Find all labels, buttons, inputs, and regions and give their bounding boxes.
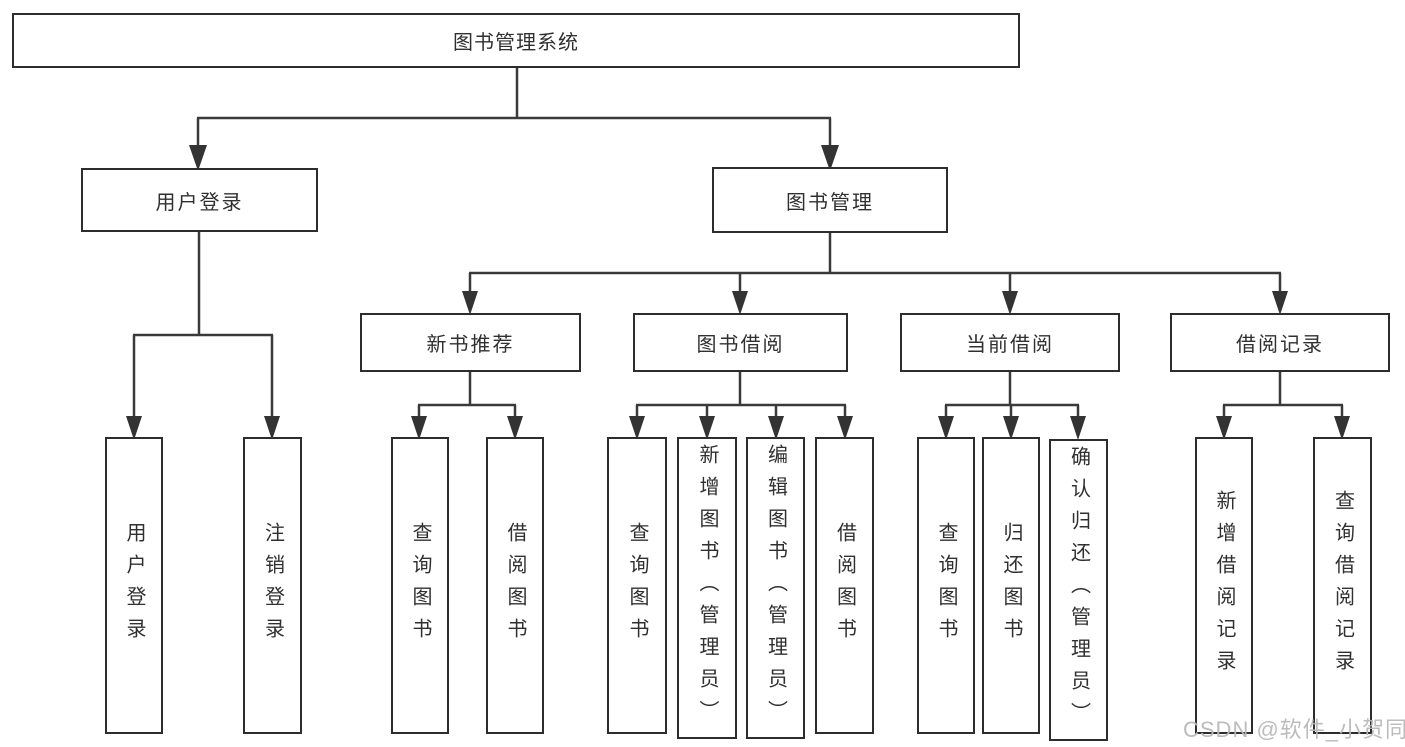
leaf-return-books: 归还图书 [982,437,1040,734]
node-new-book-recommend: 新书推荐 [360,313,581,372]
node-current-borrowing: 当前借阅 [900,313,1120,372]
node-book-borrowing-label: 图书借阅 [696,334,785,356]
leaf-user-login: 用户登录 [105,437,163,734]
leaf-edit-books-admin: 编辑图书（管理员） [746,437,805,739]
leaf-query-books-recommend: 查询图书 [391,437,449,734]
node-new-book-recommend-label: 新书推荐 [426,334,515,356]
leaf-query-borrow-record: 查询借阅记录 [1313,437,1372,734]
node-borrowing-records: 借阅记录 [1170,313,1390,372]
leaf-borrow-books: 借阅图书 [815,437,874,734]
node-user-login: 用户登录 [81,168,318,232]
leaf-borrow-books-recommend: 借阅图书 [486,437,544,734]
leaf-add-borrow-record: 新增借阅记录 [1195,437,1253,734]
leaf-query-books-borrowing: 查询图书 [607,437,667,734]
node-root: 图书管理系统 [12,13,1020,68]
node-book-borrowing: 图书借阅 [633,313,848,372]
leaf-query-books-current: 查询图书 [917,437,975,734]
node-user-login-label: 用户登录 [155,191,244,214]
node-root-label: 图书管理系统 [453,32,579,54]
leaf-add-books-admin: 新增图书（管理员） [677,437,737,739]
node-book-management: 图书管理 [712,167,948,233]
watermark-text: CSDN @软件_小贺同学 [1183,717,1405,742]
leaf-confirm-return-admin: 确认归还（管理员） [1049,439,1108,741]
node-borrowing-records-label: 借阅记录 [1236,334,1324,356]
leaf-logout: 注销登录 [243,437,302,734]
node-current-borrowing-label: 当前借阅 [966,334,1054,356]
node-book-management-label: 图书管理 [786,191,874,214]
